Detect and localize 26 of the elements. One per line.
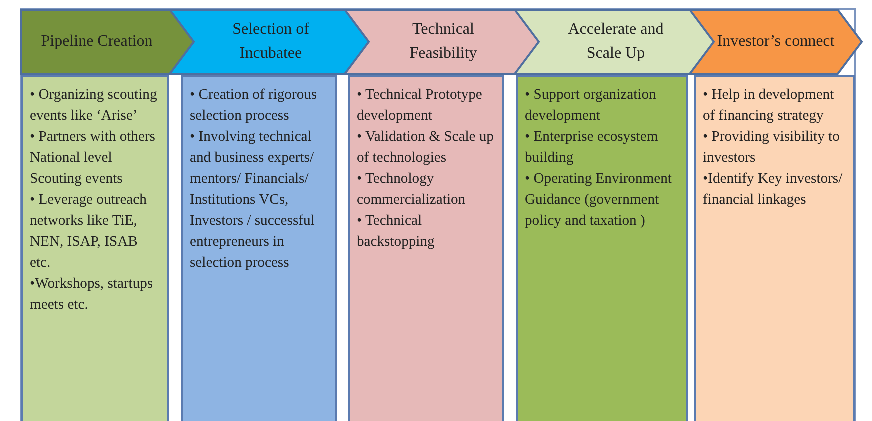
bullet-text: • Creation of rigorous selection process bbox=[190, 86, 318, 126]
bullet-text: • Support organization development bbox=[525, 86, 658, 126]
bullet-text: • Involving technical and business experts/ mentors/ Financials/ Institutions VCs, Investors / successful entrepreneurs in selection process bbox=[190, 128, 316, 273]
bullet-text: • Providing visibility to investors bbox=[703, 128, 841, 168]
step-title: Investor’s connect bbox=[717, 32, 835, 52]
bullet-text: • Help in development of financing strategy bbox=[703, 86, 836, 126]
bullet-text: • Technical Prototype development bbox=[357, 86, 484, 126]
bullet-text: • Partners with others National level Scouting events bbox=[30, 128, 156, 189]
bullet-text: • Leverage outreach networks like TiE, NEN, ISAP, ISAB etc. bbox=[30, 191, 148, 273]
step-details-panel bbox=[21, 75, 169, 421]
bullet-text: • Technical backstopping bbox=[357, 212, 436, 252]
step-title: Accelerate and Scale Up bbox=[567, 20, 665, 64]
bullet-text: • Enterprise ecosystem building bbox=[525, 128, 660, 168]
step-title: Technical Feasibility bbox=[408, 20, 478, 64]
bullet-text: • Validation & Scale up of technologies bbox=[357, 128, 494, 168]
chevron-step bbox=[690, 10, 862, 74]
step-title: Pipeline Creation bbox=[41, 32, 153, 52]
step-title: Selection of Incubatee bbox=[232, 20, 310, 64]
bullet-text: •Workshops, startups meets etc. bbox=[30, 275, 154, 315]
bullet-text: • Operating Environment Guidance (government policy and taxation ) bbox=[525, 170, 673, 231]
step-details-panel bbox=[694, 75, 855, 421]
bullet-text: •Identify Key investors/ financial linkages bbox=[703, 170, 844, 210]
bullet-text: • Technology commercialization bbox=[357, 170, 467, 210]
bullet-text: • Organizing scouting events like ‘Arise’ bbox=[30, 86, 158, 126]
step-details-panel bbox=[181, 75, 337, 421]
step-details-panel bbox=[516, 75, 688, 421]
